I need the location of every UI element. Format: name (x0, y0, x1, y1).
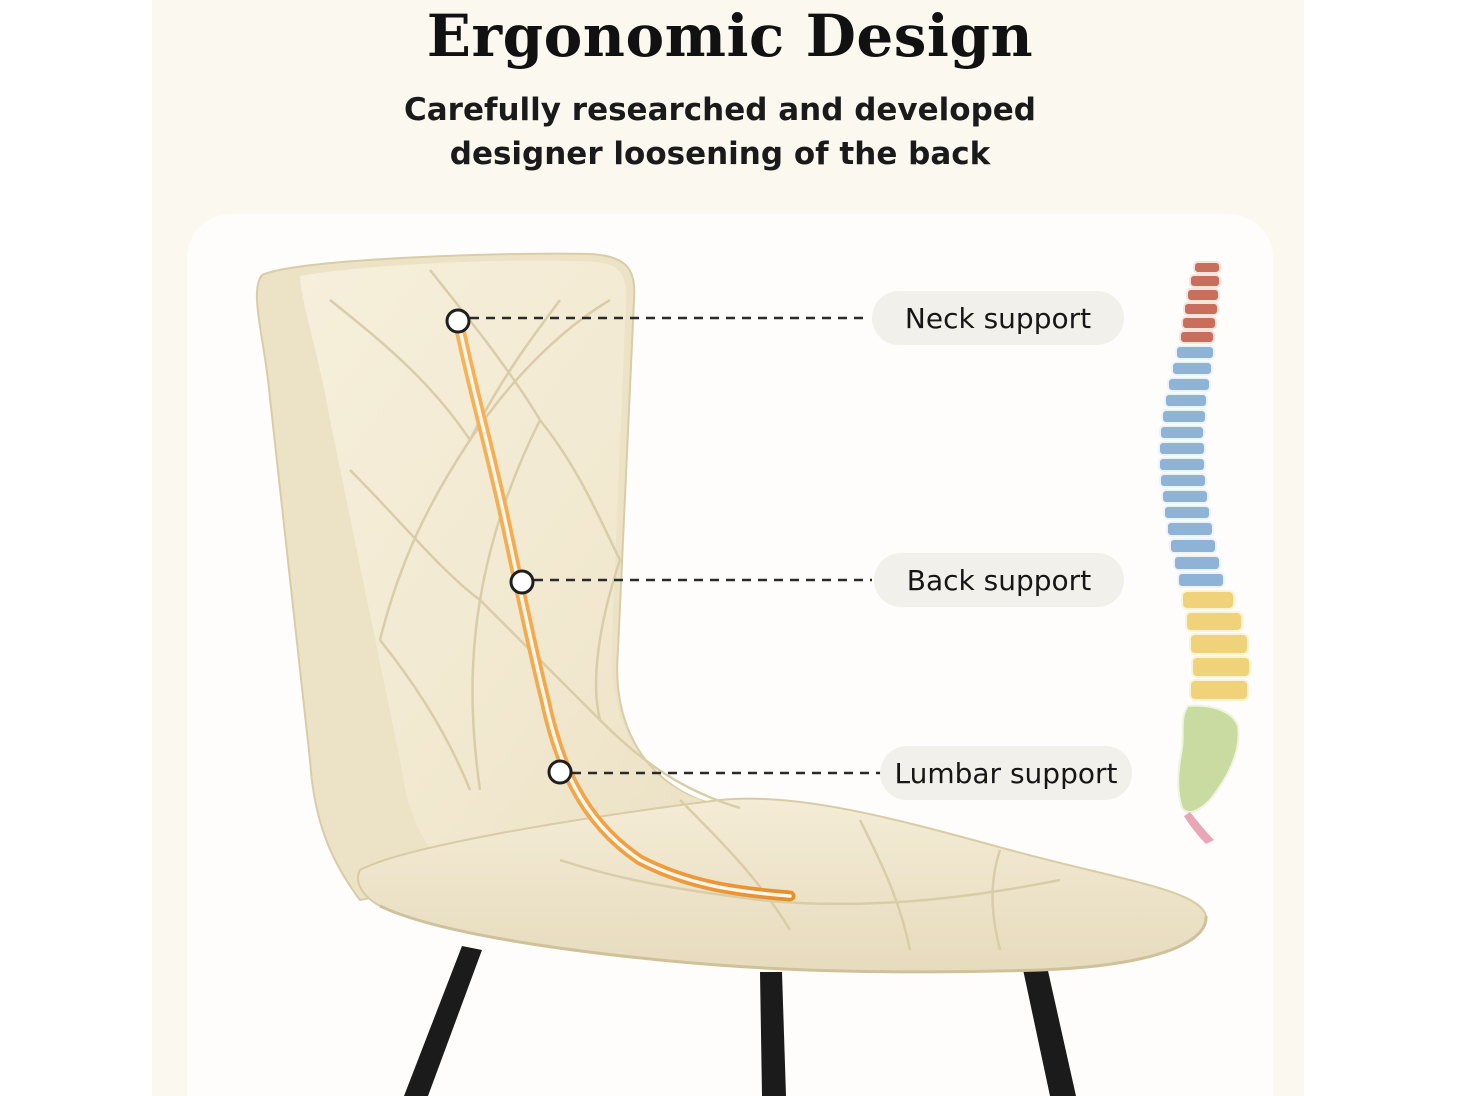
lumbar-marker (547, 759, 573, 785)
callout-lumbar-support: Lumbar support (880, 746, 1132, 800)
callout-back-support: Back support (874, 553, 1124, 607)
callout-neck-support: Neck support (872, 291, 1124, 345)
spine-illustration-icon (1158, 261, 1251, 844)
back-marker (509, 569, 535, 595)
page-subtitle: Carefully researched and developed desig… (404, 92, 1036, 172)
quilt-stitching (329, 269, 1061, 951)
neck-marker (445, 308, 471, 334)
chair-legs (404, 944, 1076, 1096)
page-title: Ergonomic Design (426, 2, 1034, 70)
